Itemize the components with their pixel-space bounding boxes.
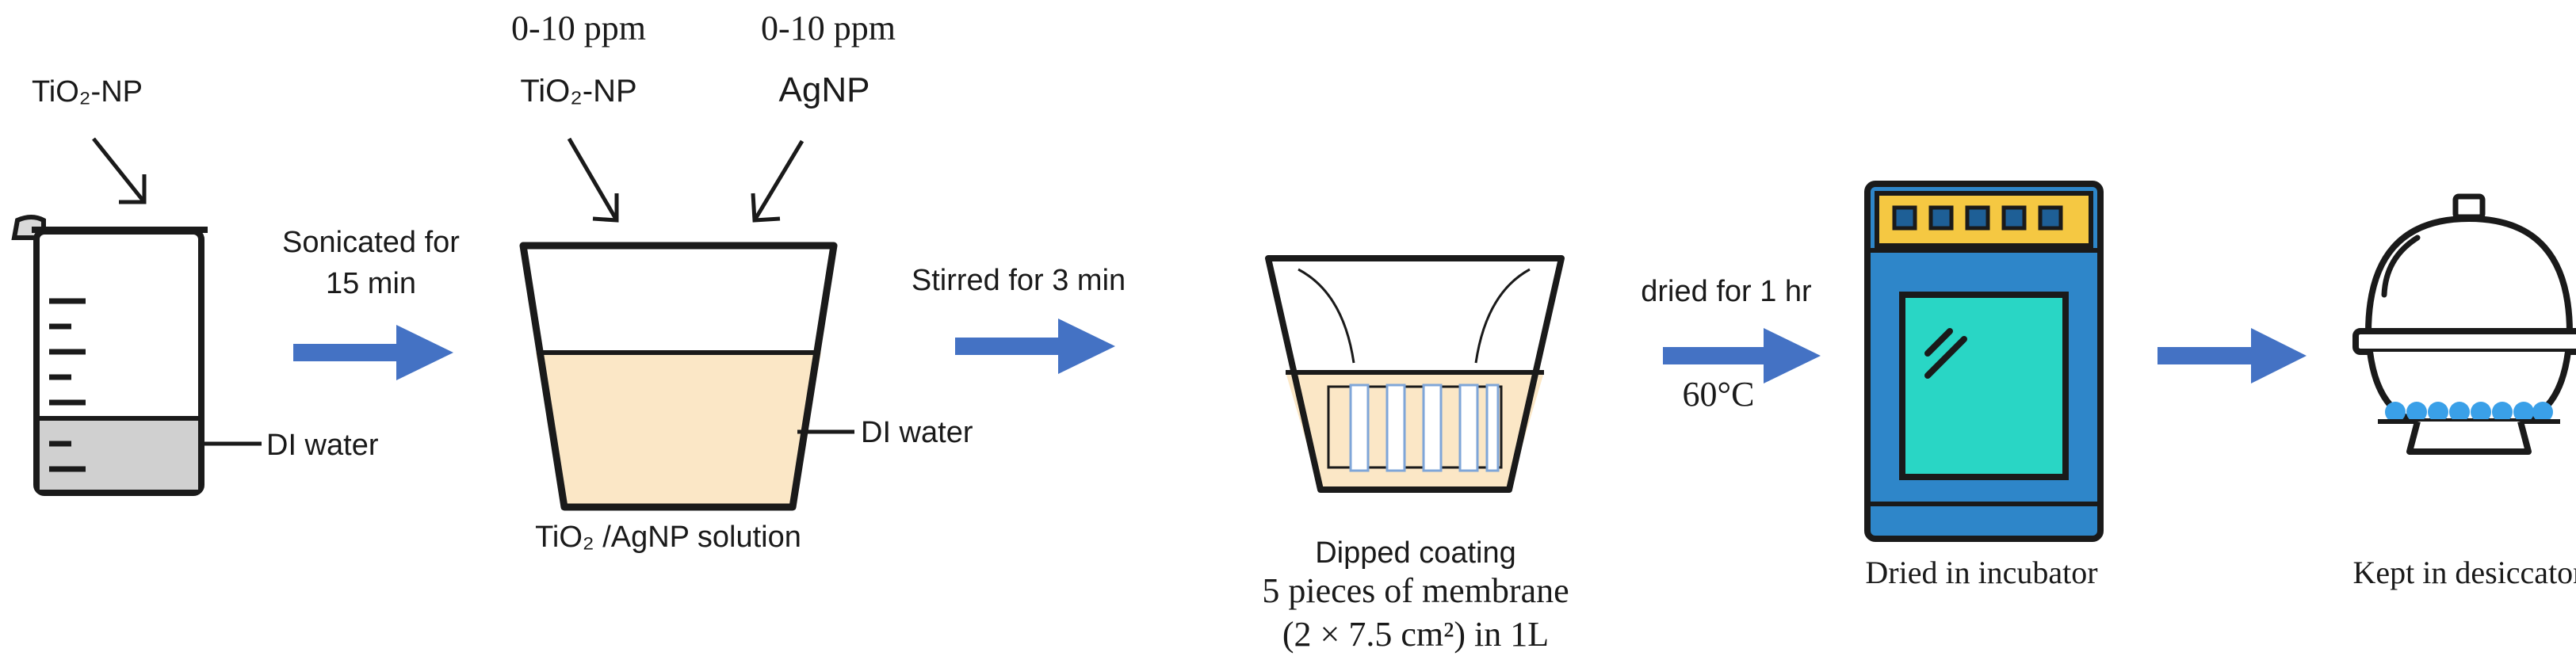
arrow2-label: Stirred for 3 min xyxy=(912,264,1126,297)
step2-water-label: DI water xyxy=(861,416,973,449)
step1-pointer-arrow xyxy=(92,137,147,204)
step2-pointer-right xyxy=(751,139,805,223)
beaker-icon xyxy=(11,215,208,496)
control-buttons xyxy=(1892,205,2063,231)
step2-reagent-left: TiO₂-NP xyxy=(520,74,636,109)
step2-pointer-left xyxy=(567,137,619,223)
step1-water-label: DI water xyxy=(266,429,379,462)
step5-caption: Kept in desiccator xyxy=(2353,555,2576,590)
step2-conc-left: 0-10 ppm xyxy=(511,9,646,48)
step2-solution-label: TiO₂ /AgNP solution xyxy=(535,521,801,554)
mixing-vessel-icon xyxy=(519,242,838,511)
desiccator-icon xyxy=(2352,193,2576,455)
arrow3-label-line2: 60°C xyxy=(1683,375,1755,414)
desiccant-beads xyxy=(2385,402,2553,422)
step1-reagent-label: TiO₂-NP xyxy=(32,75,143,109)
step3-caption-line2: 5 pieces of membrane xyxy=(1262,571,1569,610)
arrow3-label-line1: dried for 1 hr xyxy=(1641,275,1812,308)
arrow1-label-line2: 15 min xyxy=(326,267,416,300)
step2-conc-right: 0-10 ppm xyxy=(761,9,896,48)
arrow4-icon xyxy=(2157,328,2307,383)
arrow1-label-line1: Sonicated for xyxy=(282,226,460,259)
incubator-icon xyxy=(1864,181,2104,542)
step2-reagent-right: AgNP xyxy=(779,71,870,109)
step4-caption: Dried in incubator xyxy=(1865,555,2097,590)
step3-caption-line1: Dipped coating xyxy=(1315,536,1516,570)
arrow1-icon xyxy=(293,325,453,380)
step3-caption-line3: (2 × 7.5 cm²) in 1L xyxy=(1282,615,1549,654)
arrow2-icon xyxy=(955,319,1115,374)
membrane-pieces xyxy=(1349,383,1500,472)
arrow3-icon xyxy=(1663,328,1821,383)
dip-coating-bath-icon xyxy=(1265,255,1565,493)
